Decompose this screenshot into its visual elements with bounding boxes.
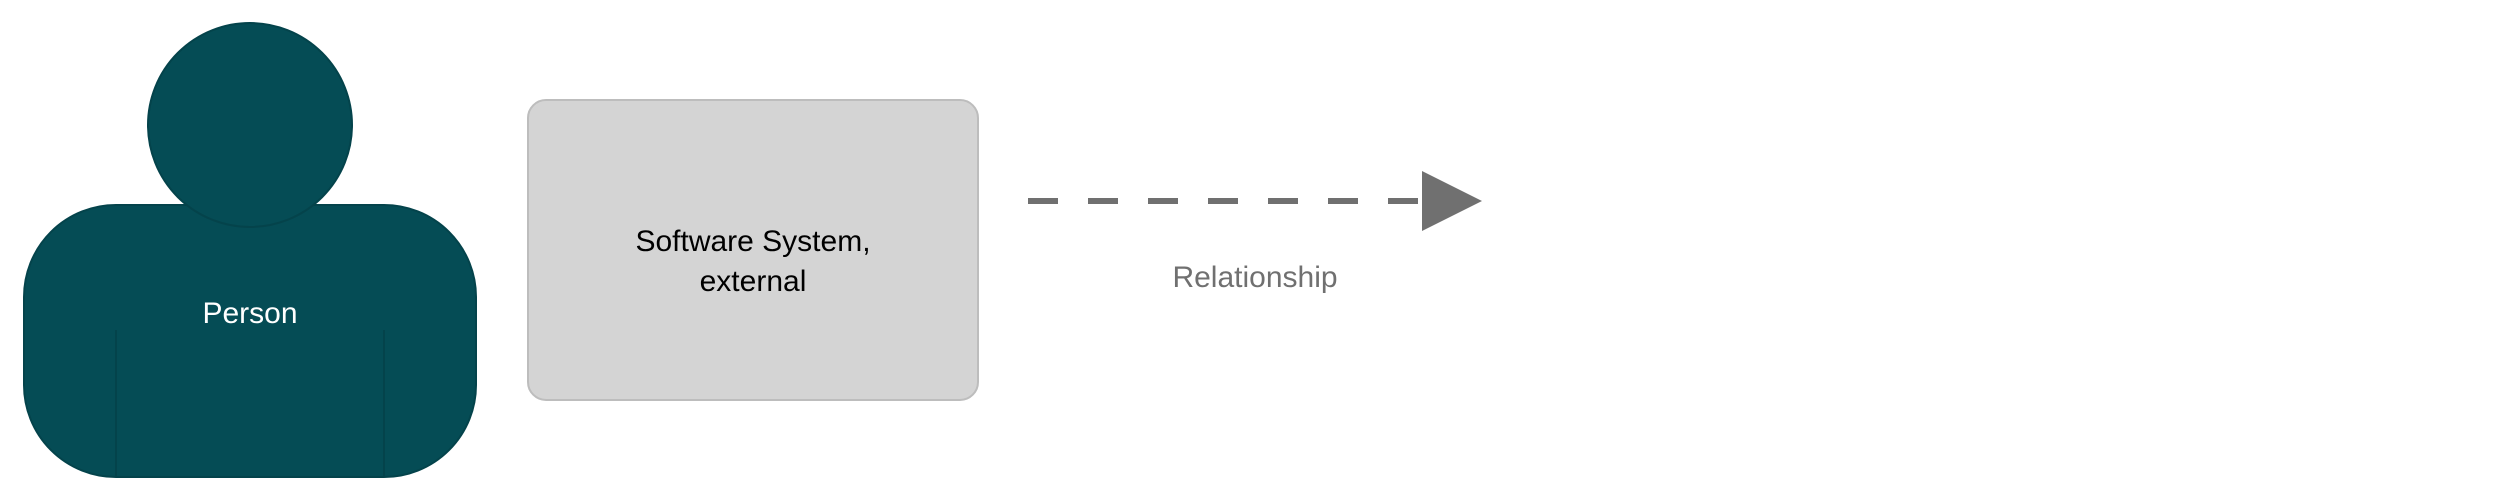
relationship-arrow[interactable] <box>1028 171 1482 231</box>
arrowhead-icon <box>1422 171 1482 231</box>
software-system-label-line1: Software System, <box>635 225 871 258</box>
software-system-external-box[interactable] <box>527 99 979 401</box>
person-shape[interactable] <box>23 22 477 478</box>
person-label: Person <box>202 297 298 330</box>
person-body <box>23 204 477 478</box>
person-head <box>147 22 353 228</box>
relationship-label: Relationship <box>1172 261 1338 294</box>
software-system-external-label: Software System, external <box>528 222 978 302</box>
software-system-label-line2: external <box>699 265 807 298</box>
